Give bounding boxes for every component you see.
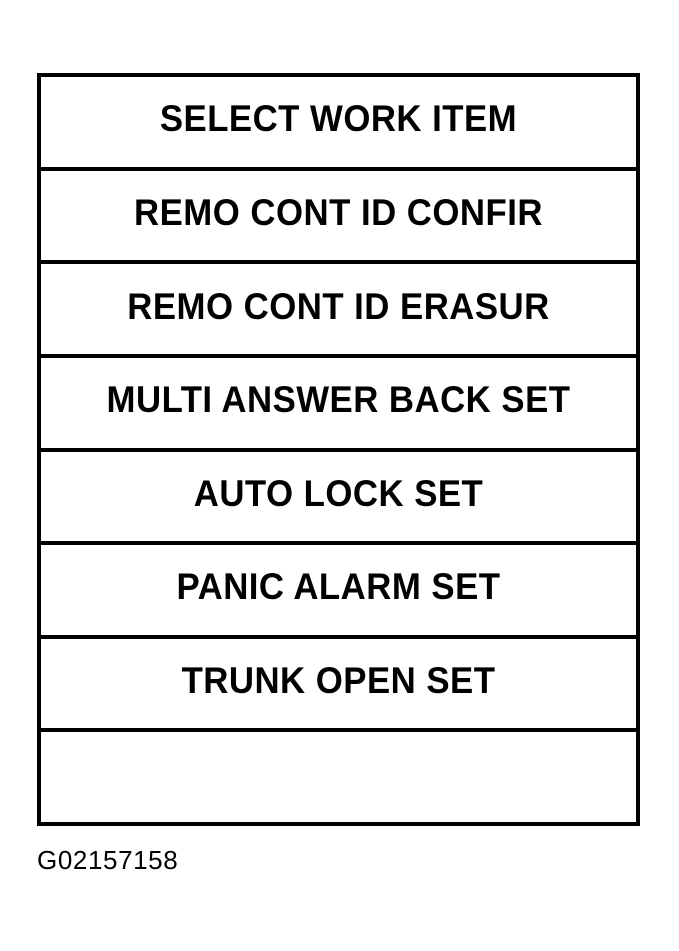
- menu-row-label: SELECT WORK ITEM: [159, 98, 518, 140]
- menu-row-title: SELECT WORK ITEM: [41, 77, 636, 171]
- menu-row-remo-cont-id-confir[interactable]: REMO CONT ID CONFIR: [41, 170, 636, 265]
- menu-row-panic-alarm-set[interactable]: PANIC ALARM SET: [41, 545, 636, 639]
- menu-row-multi-answer-back-set[interactable]: MULTI ANSWER BACK SET: [41, 357, 636, 452]
- select-work-item-screen: SELECT WORK ITEM REMO CONT ID CONFIR REM…: [37, 73, 640, 826]
- menu-row-label: AUTO LOCK SET: [193, 472, 484, 514]
- menu-row-label: REMO CONT ID ERASUR: [127, 285, 550, 327]
- menu-row-label: TRUNK OPEN SET: [181, 660, 496, 702]
- menu-row-label: [59, 774, 618, 775]
- menu-row-label: REMO CONT ID CONFIR: [134, 191, 543, 233]
- menu-row-remo-cont-id-erasur[interactable]: REMO CONT ID ERASUR: [41, 264, 636, 358]
- menu-row-trunk-open-set[interactable]: TRUNK OPEN SET: [41, 638, 636, 733]
- menu-row-auto-lock-set[interactable]: AUTO LOCK SET: [41, 451, 636, 546]
- menu-row-label: PANIC ALARM SET: [176, 566, 501, 608]
- figure-caption: G02157158: [37, 845, 179, 875]
- menu-row-label: MULTI ANSWER BACK SET: [106, 379, 571, 421]
- menu-row-empty[interactable]: [41, 732, 636, 822]
